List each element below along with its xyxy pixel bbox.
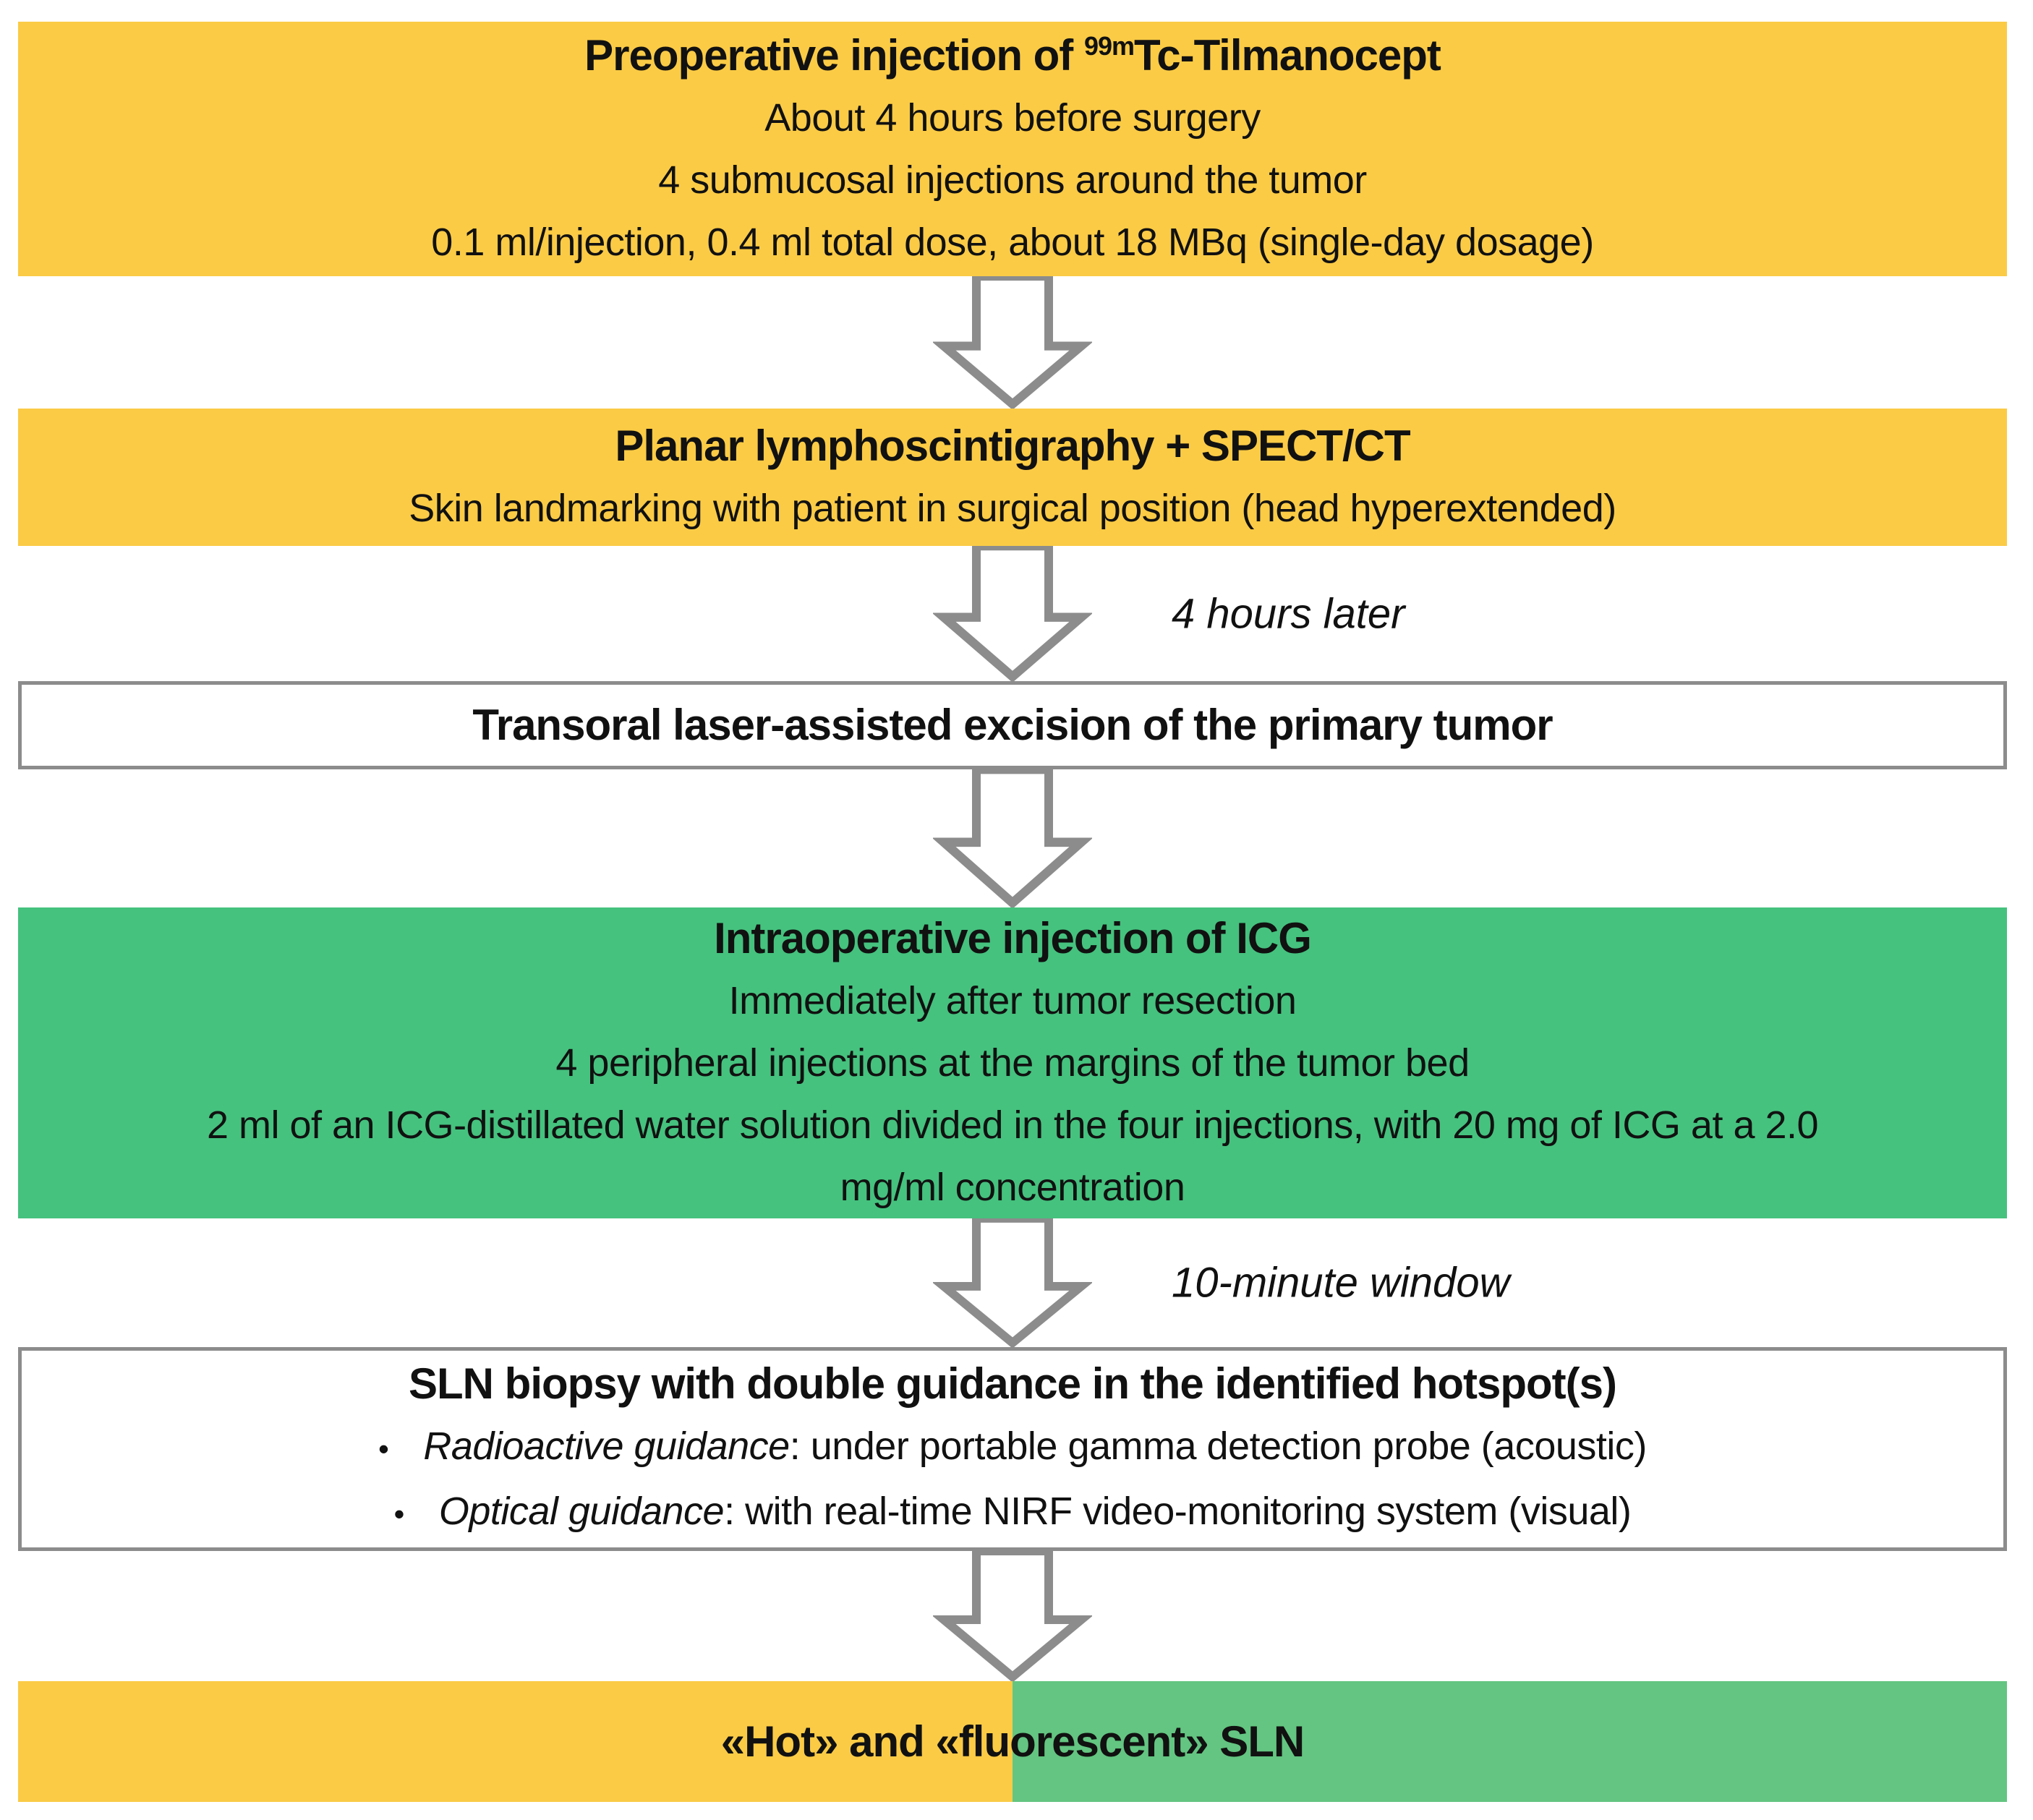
timing-label-10-minute: 10-minute window [1172, 1259, 1510, 1307]
down-arrow-icon [933, 1218, 1092, 1347]
step-detail: 2 ml of an ICG-distillated water solutio… [206, 1103, 1819, 1147]
connector-3 [0, 769, 2033, 907]
step-title: Intraoperative injection of ICG [714, 914, 1312, 962]
bullet-icon: • [393, 1497, 405, 1531]
step-lymphoscintigraphy: Planar lymphoscintigraphy + SPECT/CT Ski… [18, 409, 2007, 546]
step-detail: Immediately after tumor resection [728, 979, 1297, 1022]
step-title: Planar lymphoscintigraphy + SPECT/CT [615, 422, 1410, 470]
step-transoral-excision: Transoral laser-assisted excision of the… [18, 681, 2007, 769]
title-text: Preoperative injection of [584, 31, 1084, 80]
step-preoperative-injection: Preoperative injection of 99mTc-Tilmanoc… [18, 22, 2007, 276]
connector-2: 4 hours later [0, 546, 2033, 681]
down-arrow-icon [933, 769, 1092, 907]
step-detail: 0.1 ml/injection, 0.4 ml total dose, abo… [431, 221, 1594, 264]
step-detail: About 4 hours before surgery [764, 96, 1261, 140]
title-text: Tc-Tilmanocept [1134, 31, 1441, 80]
bullet-text: Radioactive guidance: under portable gam… [423, 1415, 1647, 1477]
bullet-emphasis: Radioactive guidance [423, 1424, 790, 1468]
step-detail: 4 peripheral injections at the margins o… [555, 1041, 1470, 1085]
down-arrow-icon [933, 546, 1092, 681]
step-detail: mg/ml concentration [840, 1166, 1185, 1209]
isotope-superscript: 99m [1083, 31, 1135, 61]
bullet-icon: • [378, 1432, 389, 1466]
result-title: «Hot» and «fluorescent» SLN [720, 1717, 1305, 1766]
connector-4: 10-minute window [0, 1218, 2033, 1347]
step-title: Preoperative injection of 99mTc-Tilmanoc… [33, 25, 1992, 87]
connector-1 [0, 276, 2033, 409]
step-title: SLN biopsy with double guidance in the i… [409, 1359, 1617, 1408]
timing-label-4-hours: 4 hours later [1172, 590, 1405, 637]
down-arrow-icon [933, 276, 1092, 409]
connector-5 [0, 1551, 2033, 1681]
down-arrow-icon [933, 1551, 1092, 1681]
step-sln-biopsy: SLN biopsy with double guidance in the i… [18, 1347, 2007, 1551]
result-hot-fluorescent-sln: «Hot» and «fluorescent» SLN [18, 1681, 2007, 1802]
guidance-bullet-optical: • Optical guidance: with real-time NIRF … [36, 1480, 1989, 1545]
bullet-text: Optical guidance: with real-time NIRF vi… [439, 1480, 1632, 1542]
step-title: Transoral laser-assisted excision of the… [472, 701, 1553, 749]
step-detail: 4 submucosal injections around the tumor [658, 158, 1367, 202]
guidance-bullet-radioactive: • Radioactive guidance: under portable g… [36, 1415, 1989, 1480]
bullet-rest: : under portable gamma detection probe (… [789, 1424, 1648, 1468]
bullet-emphasis: Optical guidance [438, 1490, 725, 1533]
step-icg-injection: Intraoperative injection of ICG Immediat… [18, 907, 2007, 1218]
bullet-rest: : with real-time NIRF video-monitoring s… [724, 1490, 1632, 1533]
step-detail: Skin landmarking with patient in surgica… [409, 487, 1616, 530]
